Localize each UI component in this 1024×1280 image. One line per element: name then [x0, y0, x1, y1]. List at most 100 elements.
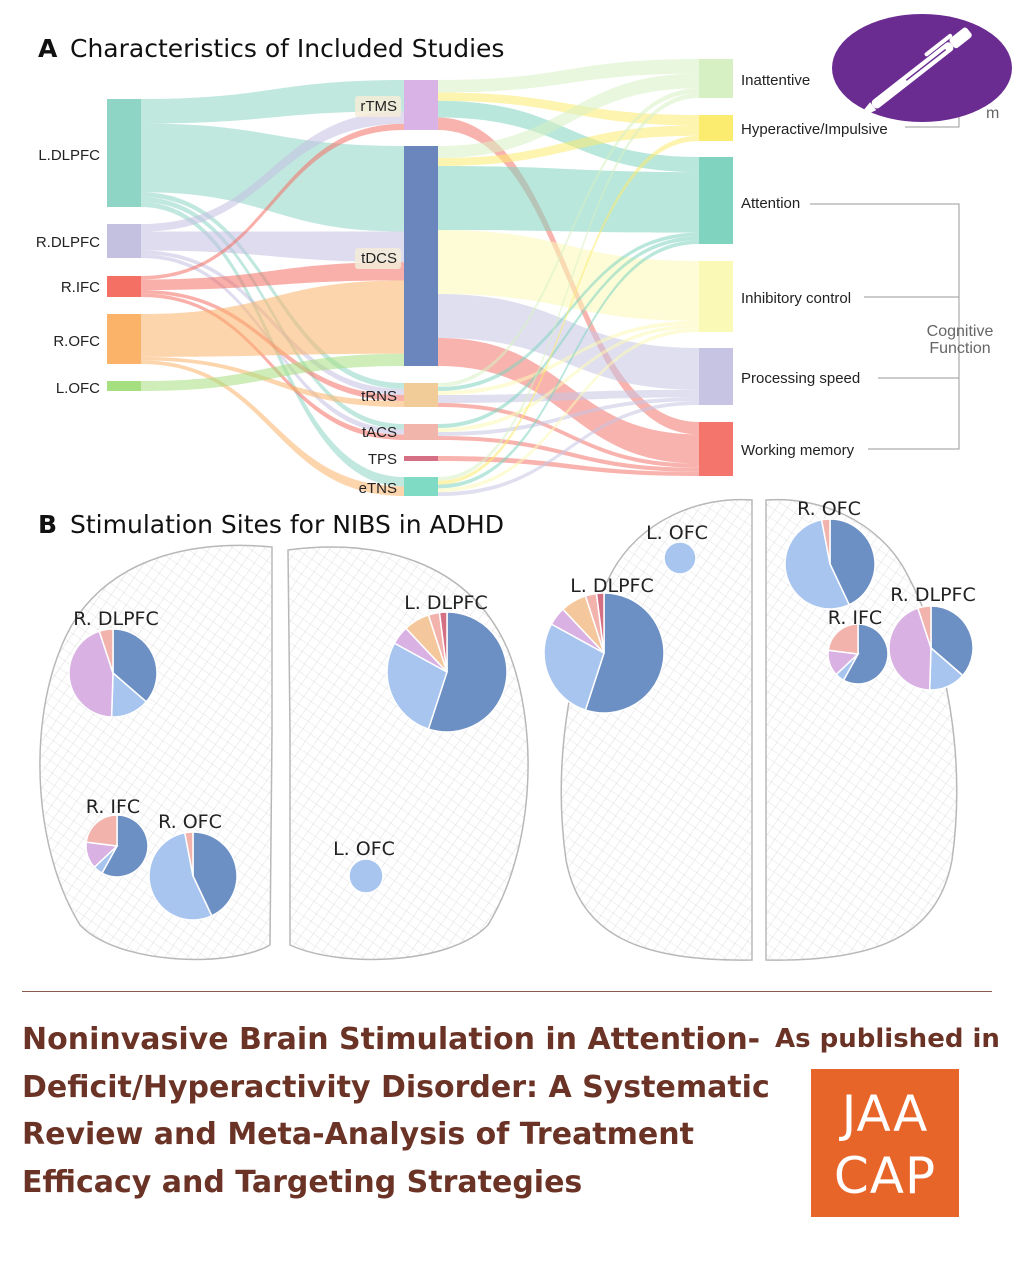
link-tacs-inhibitory-control [438, 324, 699, 432]
pie-slice [427, 611, 508, 733]
link-tdcs-inattentive [438, 73, 699, 158]
pie-slice [888, 607, 932, 691]
site-label: R. DLPFC [73, 608, 158, 630]
node-tacs [404, 424, 438, 440]
node-trns [404, 383, 438, 407]
pie-l-dlpfc-coronal: L. DLPFC [386, 592, 508, 733]
node-tps [404, 456, 438, 461]
pie-slice [192, 831, 238, 917]
cognitive-function-bracket [810, 115, 960, 450]
site-label: L. OFC [646, 522, 708, 544]
link-rtms-attention [438, 100, 699, 173]
site-label: R. DLPFC [890, 584, 975, 606]
link-etns-hyperactive-impulsive [438, 135, 699, 485]
label-r-ifc: R.IFC [61, 279, 100, 296]
label-rtms: rTMS [360, 98, 397, 115]
link-rtms-inattentive [438, 59, 699, 93]
label-etns: eTNS [359, 480, 397, 497]
pie-slice [348, 858, 384, 894]
journal-logo-top: JAA [841, 1085, 929, 1143]
node-inhibitory-control [699, 261, 733, 332]
link-tacs-processing-speed [438, 397, 699, 436]
panel-a-letter: A [38, 34, 58, 63]
label-working-memory: Working memory [741, 442, 855, 459]
brain-axial-left-hemisphere [560, 498, 753, 961]
panel-b-title: Stimulation Sites for NIBS in ADHD [70, 510, 504, 539]
pen-icon [855, 27, 972, 120]
pie-slice [595, 592, 605, 654]
pie-slice [784, 518, 851, 610]
article-title: Noninvasive Brain Stimulation in Attenti… [22, 1022, 770, 1200]
pie-slice [68, 630, 114, 718]
node-attention [699, 157, 733, 244]
link-r-ofc-etns [141, 360, 404, 496]
link-r-ofc-tdcs [141, 280, 404, 357]
link-etns-inhibitory-control [438, 328, 699, 493]
pie-slice [930, 605, 974, 677]
node-l-ofc [107, 381, 141, 391]
link-trns-processing-speed [438, 389, 699, 403]
link-etns-processing-speed [438, 401, 699, 496]
link-l-ofc-tdcs [141, 353, 404, 391]
site-label: R. OFC [797, 498, 861, 520]
pie-slice [584, 592, 665, 714]
figure: A Characteristics of Included Studies L.… [36, 14, 1012, 961]
panel-a-title: Characteristics of Included Studies [70, 34, 504, 63]
link-r-dlpfc-rtms [141, 111, 404, 232]
pie-slice [148, 831, 213, 921]
site-label: L. DLPFC [570, 575, 654, 597]
link-etns-inattentive [438, 93, 699, 481]
pie-r-ofc-axial: R. OFC [784, 498, 876, 610]
node-r-ifc [107, 276, 141, 297]
pie-slice [101, 814, 149, 878]
pie-slice [663, 541, 697, 575]
pie-l-ofc-coronal: L. OFC [333, 838, 395, 894]
node-inattentive [699, 59, 733, 98]
label-hyperactive-impulsive: Hyperactive/Impulsive [741, 121, 888, 138]
link-tdcs-inhibitory-control [438, 230, 699, 321]
pie-slice [438, 611, 448, 673]
divider [22, 991, 992, 992]
pie-r-dlpfc-coronal: R. DLPFC [68, 608, 159, 718]
link-r-dlpfc-tdcs [141, 231, 404, 263]
link-r-ifc-rtms [141, 123, 404, 280]
link-trns-working-memory [438, 403, 699, 468]
pie-slice [85, 814, 118, 847]
sankey-nodes [107, 59, 733, 496]
label-inhibitory-control: Inhibitory control [741, 290, 851, 307]
pie-r-ifc-axial: R. IFC [827, 607, 889, 685]
pie-r-ifc-coronal: R. IFC [85, 796, 149, 878]
label-processing-speed: Processing speed [741, 370, 860, 387]
link-etns-attention [438, 240, 699, 489]
label-attention: Attention [741, 195, 800, 212]
node-working-memory [699, 422, 733, 476]
hidden-group-fragment: m [986, 105, 999, 122]
pie-slice [916, 605, 932, 649]
pie-slice [829, 518, 876, 606]
node-hyperactive-impulsive [699, 115, 733, 141]
journal-logo-bottom: CAP [833, 1147, 937, 1205]
pie-r-dlpfc-axial: R. DLPFC [888, 584, 976, 691]
link-tdcs-processing-speed [438, 294, 699, 390]
pen-badge [832, 14, 1012, 122]
link-l-dlpfc-rtms [141, 80, 404, 124]
sankey-links [141, 59, 699, 496]
site-label: R. OFC [158, 811, 222, 833]
label-bg-tdcs [355, 248, 401, 269]
node-etns [404, 477, 438, 496]
label-bg-rtms [355, 96, 401, 117]
label-tps: TPS [368, 451, 397, 468]
pie-slice [820, 518, 831, 565]
link-trns-inhibitory-control [438, 320, 699, 395]
label-l-dlpfc: L.DLPFC [38, 147, 100, 164]
node-processing-speed [699, 348, 733, 405]
journal-logo: JAA CAP [811, 1069, 959, 1217]
pie-slice [98, 628, 114, 674]
node-r-ofc [107, 314, 141, 364]
label-tdcs: tDCS [361, 250, 397, 267]
site-label: R. IFC [828, 607, 882, 629]
label-l-ofc: L.OFC [56, 380, 100, 397]
label-trns: tRNS [361, 388, 397, 405]
link-r-ofc-trns [141, 356, 404, 407]
link-tdcs-working-memory [438, 338, 699, 464]
